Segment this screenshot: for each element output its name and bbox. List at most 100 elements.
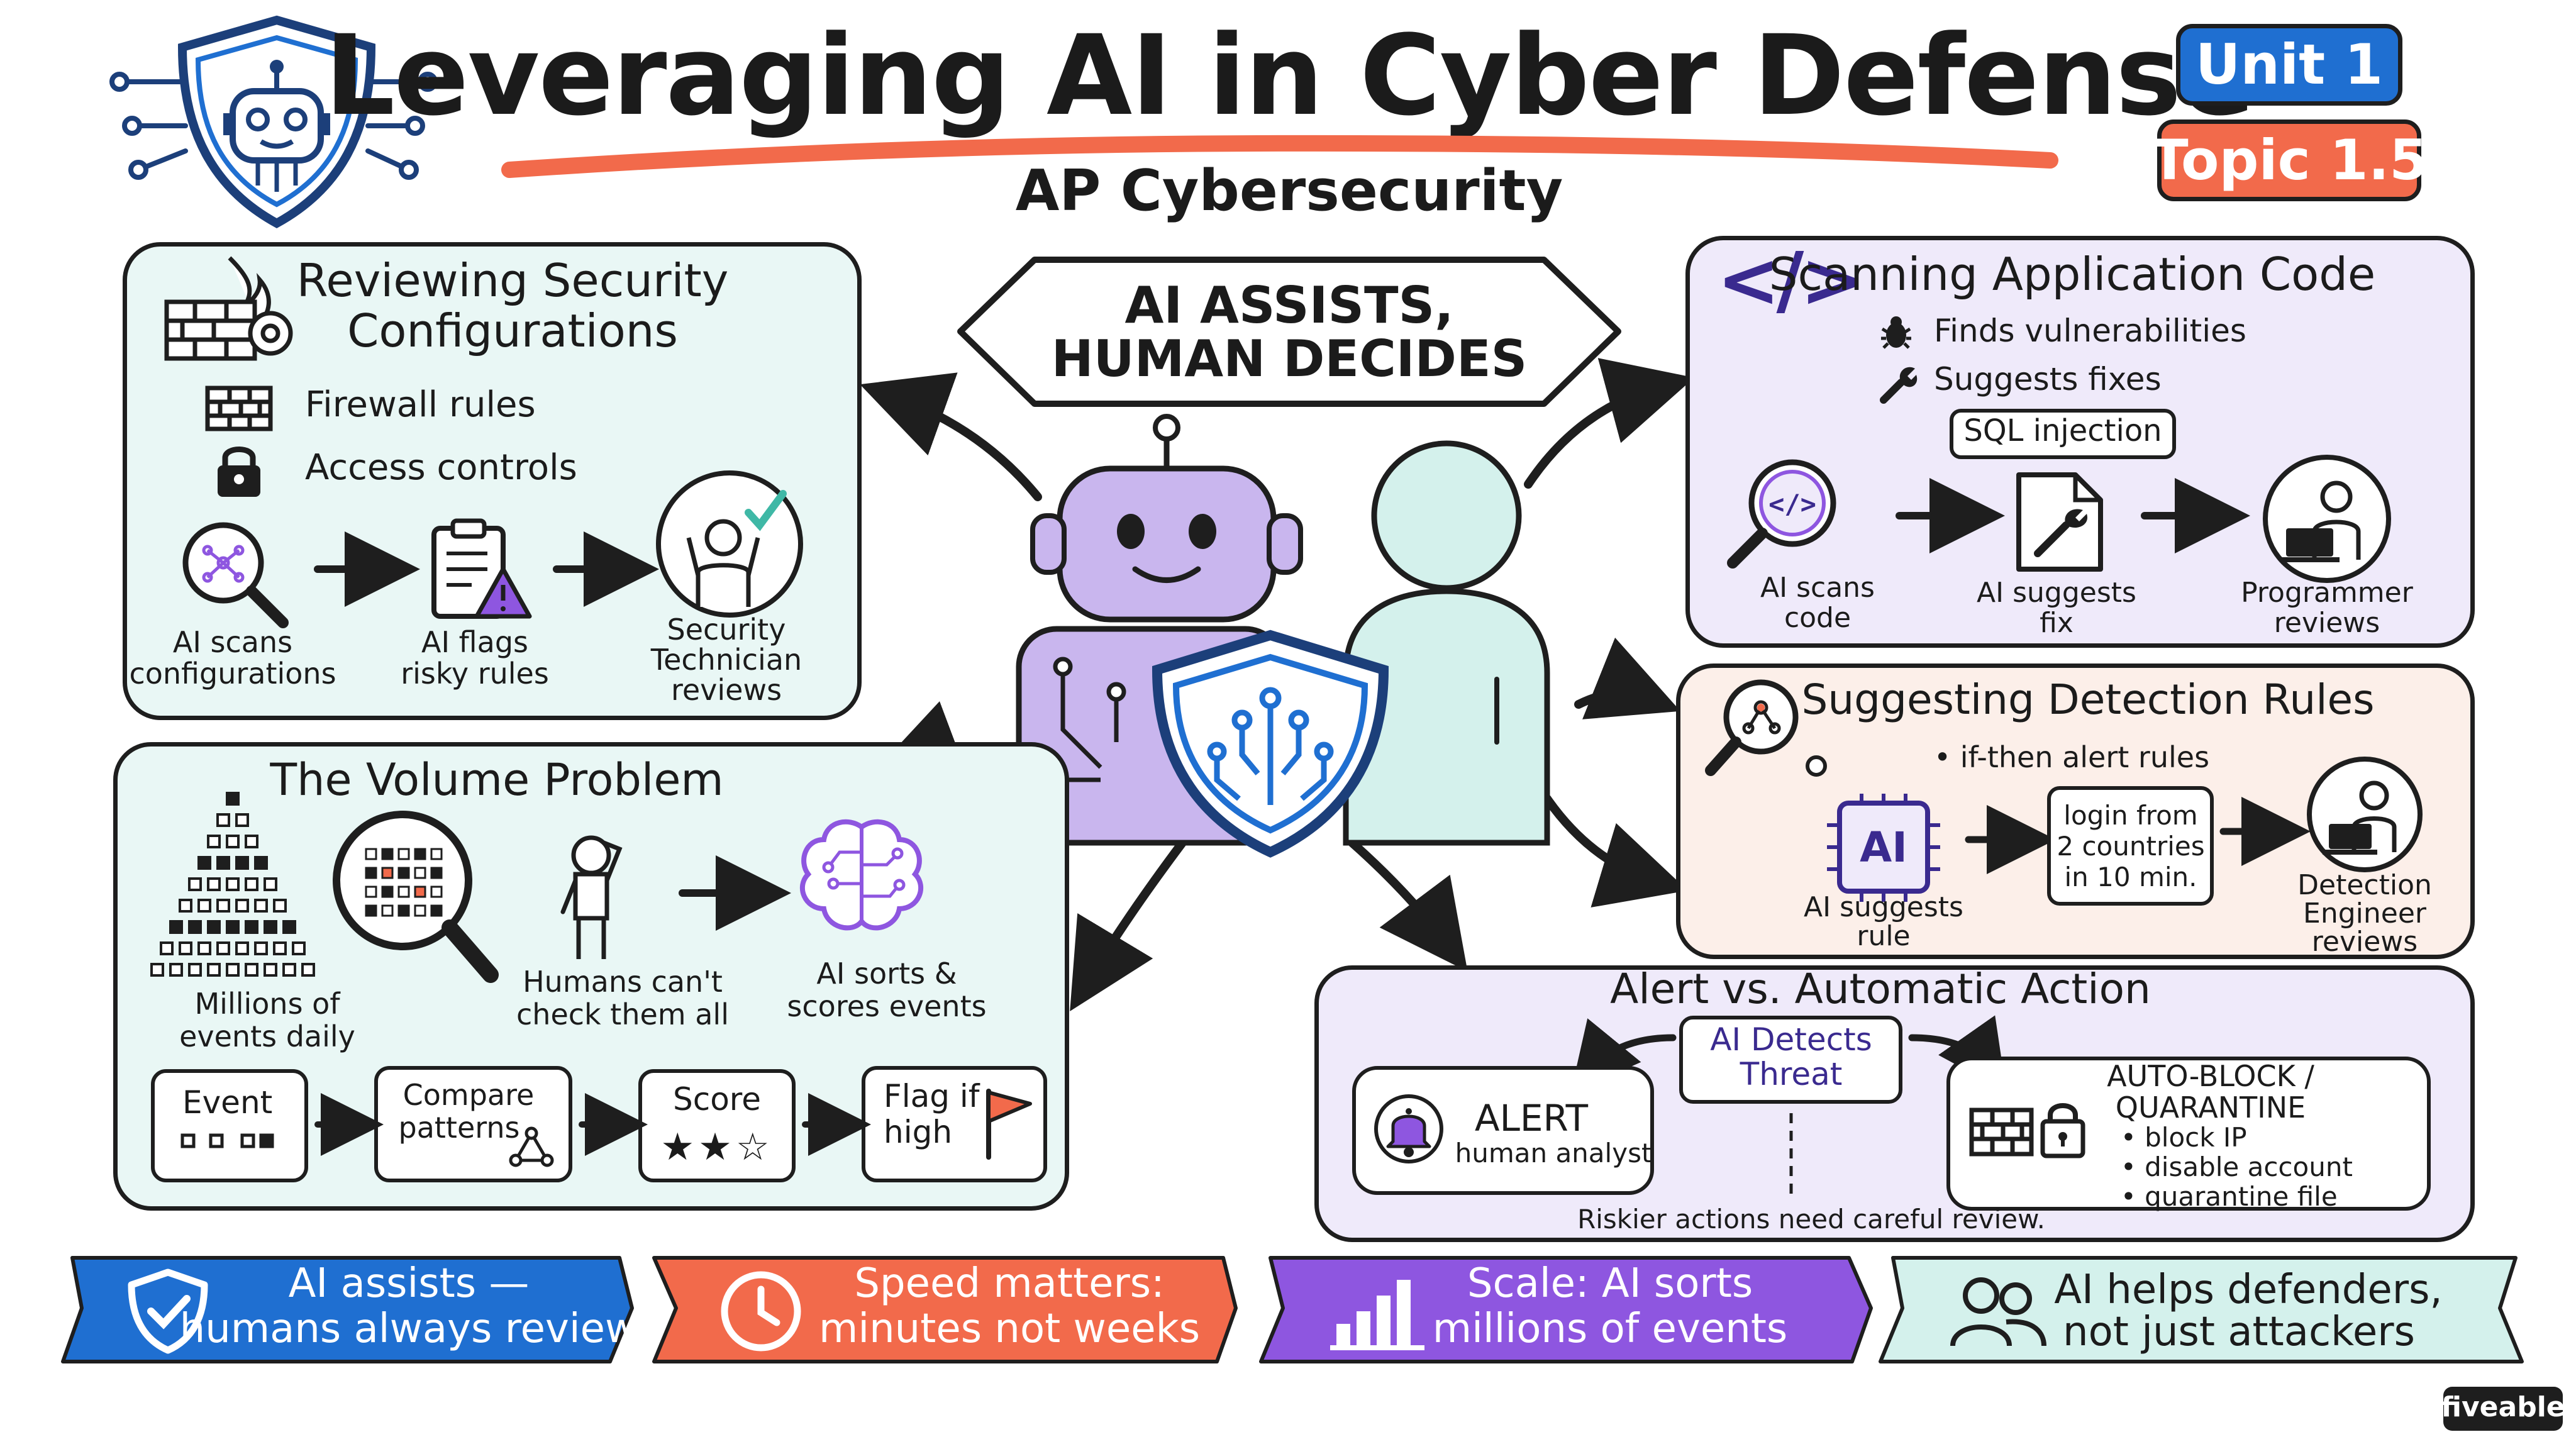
config-step1-line1: AI scans [172, 625, 293, 659]
page-title: Leveraging AI in Cyber Defense [324, 11, 2255, 140]
clipboard-warning-icon [431, 518, 532, 619]
shield-check-icon [128, 1269, 208, 1354]
title-underline-stroke [501, 135, 2058, 178]
red-flag-icon [986, 1089, 1032, 1160]
wrench-icon [1880, 367, 1918, 404]
flow-box-score [638, 1069, 796, 1182]
volume-panel-title: The Volume Problem [270, 754, 724, 806]
robot-human-shield-illustration [1016, 414, 1550, 858]
code-item-fixes: Suggests fixes [1934, 361, 2162, 397]
flow-event-label: Event [182, 1084, 273, 1121]
ai-detects-line1: AI Detects [1710, 1021, 1872, 1058]
config-panel-title-line1: Reviewing Security [296, 254, 729, 307]
firewall-lock-icon [1969, 1103, 2085, 1158]
code-step2-line2: fix [2040, 607, 2074, 639]
pattern-graph-icon [509, 1126, 554, 1167]
flow-flag-line2: high [884, 1114, 953, 1150]
code-step3-line1: Programmer [2241, 577, 2413, 609]
detection-step3-line3: reviews [2311, 926, 2418, 958]
flow-box-flag [862, 1066, 1047, 1182]
rule-line2: 2 countries [2057, 831, 2205, 862]
volume-caption1-line2: events daily [179, 1019, 355, 1053]
center-banner-line2: HUMAN DECIDES [1051, 330, 1528, 388]
config-step2-line1: AI flags [421, 625, 528, 659]
volume-caption1-line1: Millions of [194, 987, 340, 1021]
topic-badge-label: Topic 1.5 [2150, 128, 2428, 192]
document-wrench-icon [2016, 472, 2103, 572]
svg-text:</>: </> [1768, 489, 1816, 519]
alert-note: Riskier actions need careful review. [1577, 1204, 2045, 1235]
alert-sub: human analyst [1455, 1138, 1652, 1169]
alert-label: ALERT [1474, 1097, 1589, 1140]
rule-line1: login from [2063, 800, 2198, 831]
center-banner-line1: AI ASSISTS, [1124, 276, 1454, 335]
firewall-fire-gear-icon [164, 256, 293, 361]
flow-compare-line2: patterns [398, 1111, 520, 1145]
ribbon4-line2: not just attackers [2063, 1309, 2415, 1355]
people-icon [1950, 1277, 2046, 1346]
sql-injection-tag [1950, 409, 2176, 459]
detection-step1-line1: AI suggests [1804, 891, 1963, 923]
overwhelmed-person-icon [560, 835, 623, 959]
detection-bullet: • if-then alert rules [1934, 740, 2210, 774]
lock-icon [218, 447, 260, 497]
clock-icon [721, 1271, 801, 1352]
config-step3-line2: Technician [650, 643, 802, 677]
volume-caption3-line1: AI sorts & [816, 957, 957, 991]
ai-chip-label: AI [1860, 823, 1907, 872]
config-step2-line2: risky rules [401, 657, 549, 691]
bell-icon [1374, 1094, 1443, 1163]
technician-check-icon [656, 470, 803, 618]
engineer-laptop-icon [2307, 757, 2423, 872]
config-item-access: Access controls [305, 447, 577, 488]
code-step1-line2: code [1784, 602, 1852, 634]
page-subtitle: AP Cybersecurity [1015, 158, 1563, 224]
fiveable-brand-badge [2443, 1387, 2563, 1431]
detection-bullet-text: if-then alert rules [1960, 740, 2210, 774]
config-step3-line1: Security [667, 613, 786, 647]
ai-detects-line2: Threat [1740, 1056, 1843, 1092]
config-step3-line3: reviews [670, 673, 782, 707]
detection-panel-title: Suggesting Detection Rules [1801, 675, 2375, 724]
volume-caption2-line1: Humans can't [523, 965, 723, 999]
magnifier-code-icon: </> [1727, 459, 1836, 569]
auto-item2: • disable account [2121, 1152, 2353, 1182]
sql-injection-tag-label: SQL injection [1963, 413, 2162, 448]
ribbon1-line1: AI assists — [288, 1260, 530, 1307]
event-dots-magnifier-icon [150, 792, 499, 983]
config-panel-title-line2: Configurations [347, 304, 678, 357]
event-dots-icon [180, 1133, 274, 1148]
ai-chip-icon [1827, 794, 1940, 902]
config-step1-line2: configurations [129, 657, 336, 691]
code-panel-title: Scanning Application Code [1768, 248, 2376, 301]
code-step2-line1: AI suggests [1977, 577, 2136, 609]
ribbon3-line2: millions of events [1432, 1306, 1788, 1352]
auto-line2: QUARANTINE [2115, 1091, 2306, 1124]
fiveable-brand-label: fiveable [2441, 1391, 2565, 1423]
auto-item2-text: disable account [2145, 1152, 2353, 1182]
detection-step3-line2: Engineer [2303, 897, 2426, 930]
unit-badge-label: Unit 1 [2195, 32, 2384, 97]
score-stars-icon: ★★☆ [660, 1125, 774, 1169]
volume-caption2-line2: check them all [516, 997, 729, 1031]
ribbon1-line2: humans always review [179, 1306, 638, 1352]
auto-item1-text: block IP [2145, 1122, 2247, 1153]
code-bracket-icon: </> [1717, 237, 1863, 325]
ribbon4-line1: AI helps defenders, [2054, 1267, 2443, 1313]
magnifier-network-icon [182, 522, 289, 628]
shield-robot-logo-icon [109, 15, 438, 228]
ai-detects-threat-box [1679, 1016, 1902, 1104]
auto-item1: • block IP [2121, 1122, 2247, 1153]
flow-compare-line1: Compare [402, 1078, 535, 1112]
bar-chart-icon [1330, 1280, 1424, 1350]
firewall-icon [205, 386, 273, 431]
code-step1-line1: AI scans [1760, 572, 1875, 604]
code-step3-line2: reviews [2273, 607, 2380, 639]
auto-item3: • quarantine file [2121, 1181, 2338, 1212]
detection-step1-line2: rule [1857, 920, 1911, 952]
flow-box-compare [374, 1066, 572, 1182]
